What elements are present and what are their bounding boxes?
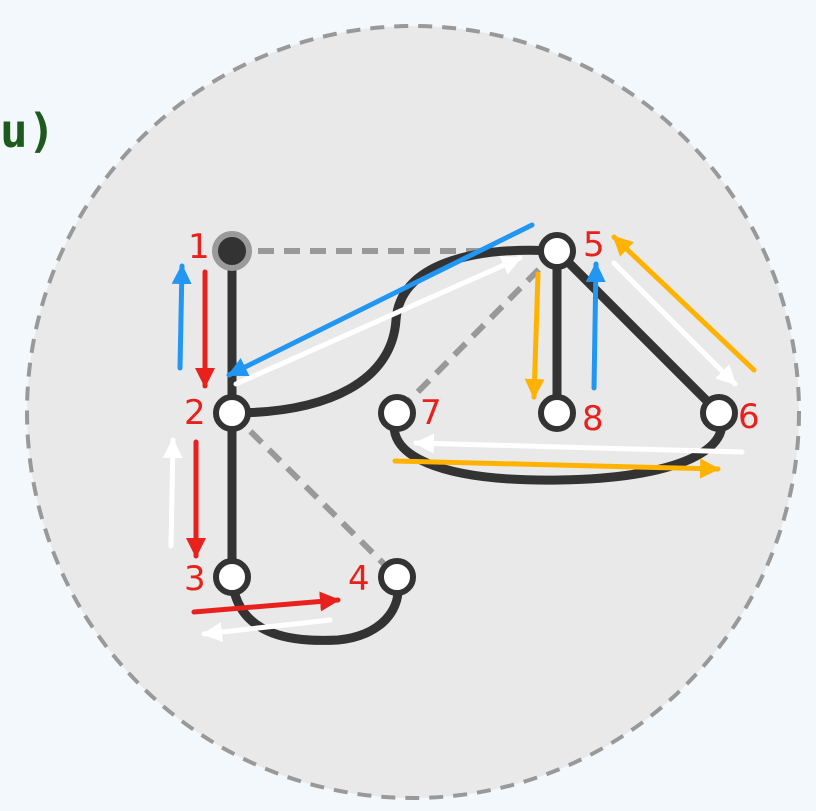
node-label-8: 8	[582, 399, 604, 439]
back-edge-2-4	[229, 410, 400, 580]
arrow-white-5-to-6	[611, 260, 738, 387]
node-label-6: 6	[738, 397, 760, 437]
nodes-group	[212, 231, 738, 596]
tree-edge-3-4	[227, 572, 403, 645]
arrow-blue-2-to-1	[171, 263, 192, 371]
corner-label: u)	[0, 104, 56, 158]
tree-edge-2-5	[227, 245, 562, 418]
node-6	[700, 394, 738, 432]
arrow-blue-8-to-5	[585, 261, 606, 391]
arrow-blue-5-to-2	[226, 222, 535, 378]
node-label-7: 7	[420, 393, 442, 433]
node-label-2: 2	[184, 393, 206, 433]
arrow-white-4-to-3	[201, 617, 333, 642]
tree-edges-group	[227, 245, 727, 645]
node-label-5: 5	[583, 225, 605, 265]
arrow-white-2-to-5	[233, 255, 523, 387]
node-8	[538, 394, 576, 432]
arrow-white-6-to-7	[413, 433, 745, 455]
traversal-arrows-group	[162, 222, 757, 642]
arrow-orange-7-to-6	[392, 458, 721, 479]
node-label-1: 1	[188, 227, 210, 267]
arrow-orange-5-to-8	[524, 271, 545, 400]
arrow-white-3-to-2	[162, 437, 183, 549]
arrow-red-3-to-4	[191, 591, 341, 615]
node-3	[213, 558, 251, 596]
node-7	[378, 394, 416, 432]
node-5	[538, 232, 576, 270]
back-edge-5-7	[394, 248, 560, 416]
node-1	[212, 231, 252, 271]
tree-edge-5-6	[552, 246, 724, 418]
arrow-orange-6-to-5	[611, 234, 757, 373]
node-4	[378, 558, 416, 596]
tree-edge-6-7	[389, 408, 727, 485]
node-labels-group: 1 2 3 4 5 6 7 8	[184, 225, 760, 599]
node-2	[213, 394, 251, 432]
node-label-3: 3	[184, 559, 206, 599]
node-label-4: 4	[348, 559, 370, 599]
